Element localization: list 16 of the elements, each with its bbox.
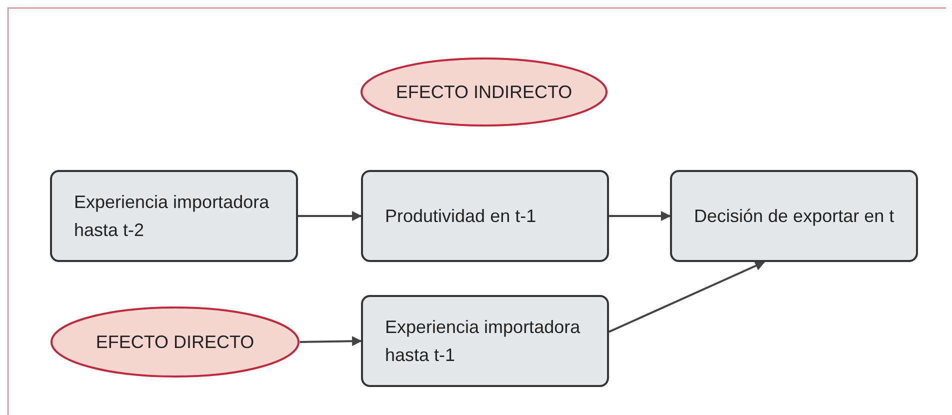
effect-ellipse (360, 57, 608, 127)
process-box (361, 295, 609, 387)
node-label: Decisión de exportar en t (694, 205, 894, 228)
process-box (50, 170, 298, 262)
arrow (298, 211, 362, 221)
process-box (361, 170, 609, 262)
node-label: EFECTO DIRECTO (96, 331, 254, 354)
node-label: EFECTO INDIRECTO (396, 81, 572, 104)
node-label: Produtividad en t-1 (385, 205, 536, 228)
node-label: Experiencia importadora hasta t-2 (74, 191, 270, 242)
node-label: Experiencia importadora hasta t-1 (385, 316, 582, 367)
effect-ellipse (50, 306, 300, 378)
process-box (670, 170, 918, 262)
arrow (300, 336, 362, 346)
arrow (608, 261, 766, 333)
arrow (609, 211, 671, 221)
